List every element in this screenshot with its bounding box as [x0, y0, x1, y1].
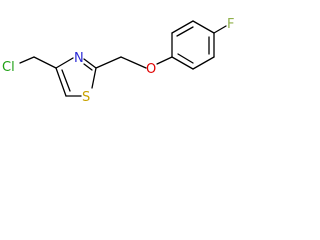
bond-c2-s1 [91, 67, 97, 89]
bond-ar-3 [192, 20, 215, 34]
bond-c5-c4 [55, 67, 67, 97]
bond-n3-c2 [83, 58, 97, 69]
atom-label-fluorine: F [227, 17, 234, 32]
bond-ar-inner-1 [176, 26, 194, 37]
molecule-structure: Cl N S O F [2, 17, 234, 105]
bond-c4-n3 [55, 57, 74, 69]
bond-ar-5 [192, 56, 215, 70]
bond-c-f [213, 25, 227, 34]
bond-ar-inner-3 [177, 53, 194, 64]
atom-label-sulfur: S [82, 90, 90, 105]
bond-c2-ch2 [95, 56, 122, 69]
atom-label-chlorine: Cl [2, 60, 15, 75]
bond-cl-ch2 [19, 56, 35, 64]
bonds [19, 20, 227, 97]
bond-ch2-o [120, 56, 147, 69]
bond-ar-6 [171, 56, 194, 70]
bond-ar-2 [171, 20, 194, 34]
molecule-canvas: Cl N S O F [0, 0, 261, 111]
atom-label-oxygen: O [146, 62, 156, 77]
bond-c5-c4-double [61, 69, 71, 92]
bond-o-aryl [156, 56, 173, 65]
atom-label-nitrogen: N [74, 51, 84, 66]
bond-n3-c2-double [83, 63, 93, 71]
bond-ch2-c4 [33, 56, 57, 69]
